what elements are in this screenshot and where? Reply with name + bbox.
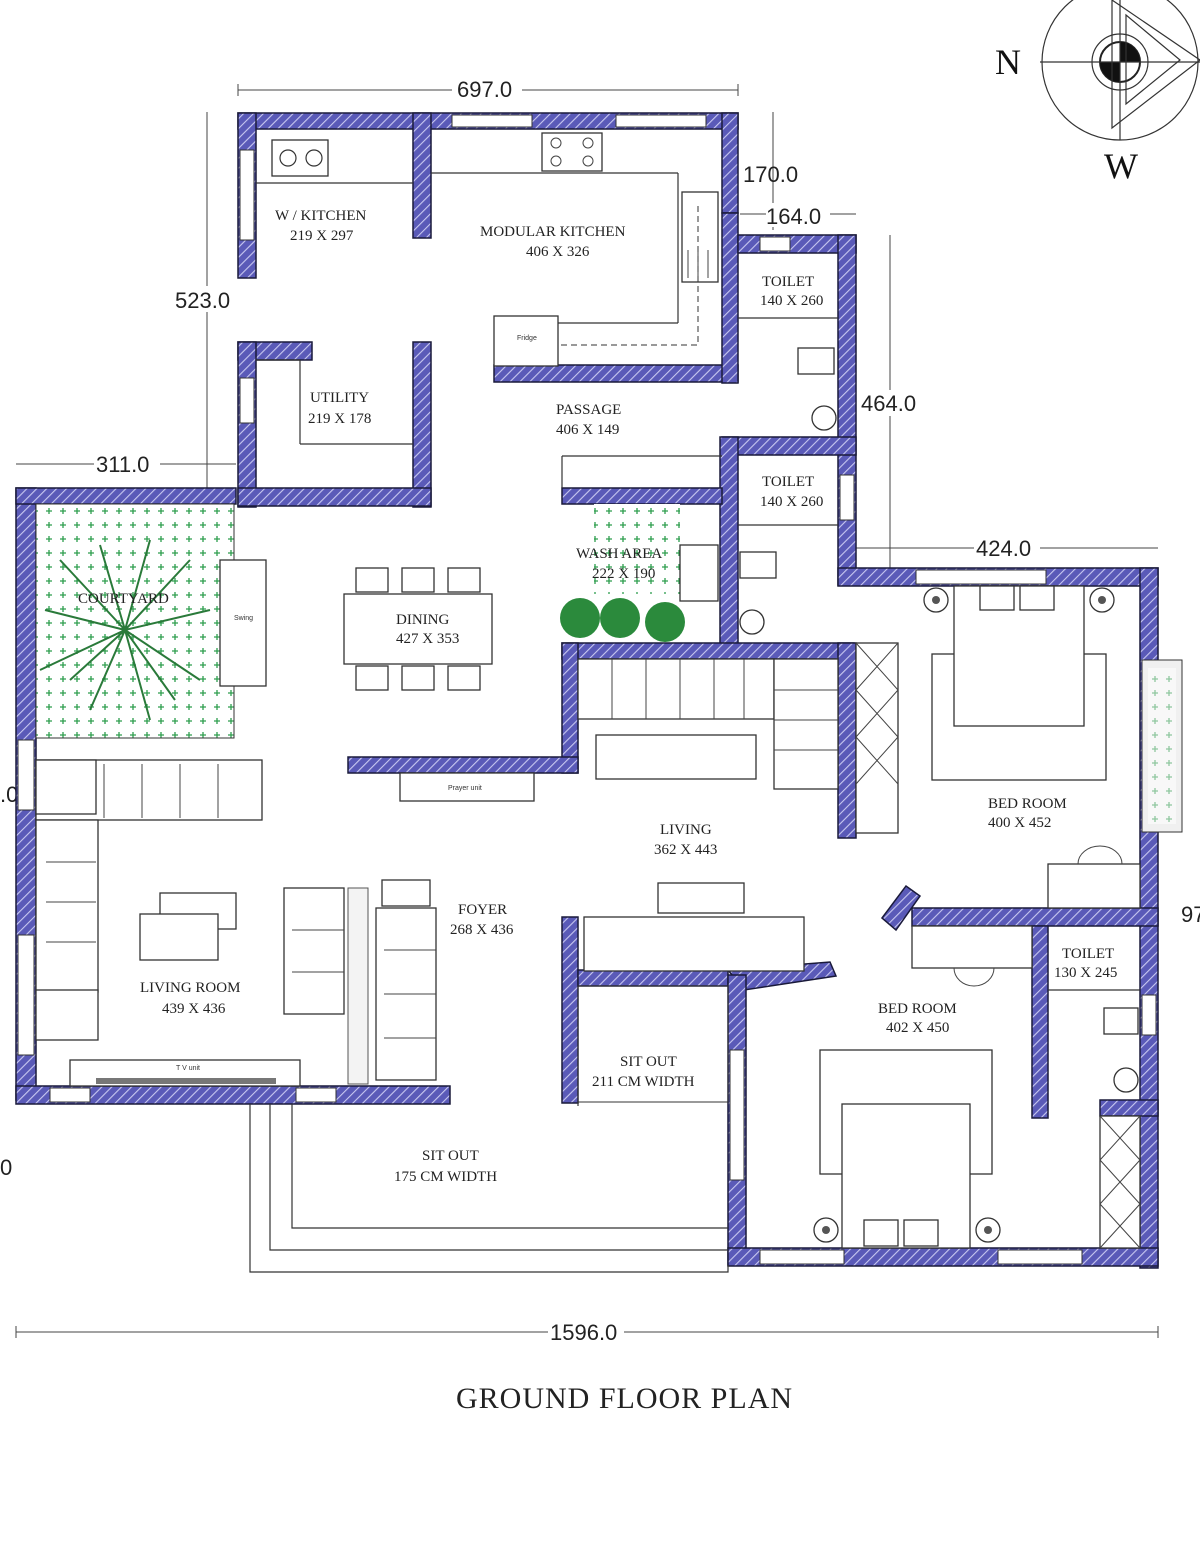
- bed-room-1-name: BED ROOM: [988, 796, 1067, 812]
- sit-out-2-name: SIT OUT: [422, 1148, 479, 1164]
- bed-room-1-size: 400 X 452: [988, 815, 1051, 831]
- dining-table: [343, 567, 493, 691]
- kitchen-fixtures: Fridge: [256, 132, 719, 367]
- staircase: Prayer unit: [399, 642, 899, 834]
- bedroom-1-furniture: [923, 585, 1141, 909]
- toilet-1-size: 140 X 260: [760, 293, 823, 309]
- dim-left-height: 523.0: [175, 288, 230, 313]
- dining-size: 427 X 353: [396, 631, 459, 647]
- dim-courtyard-width: 311.0: [96, 452, 149, 477]
- living-room-furniture: T V unit: [35, 759, 437, 1087]
- dim-right-height: 464.0: [861, 391, 916, 416]
- passage-size: 406 X 149: [556, 422, 619, 438]
- room-labels: W / KITCHEN 219 X 297 MODULAR KITCHEN 40…: [78, 208, 1117, 1185]
- wash-area-name: WASH AREA: [576, 546, 662, 562]
- toilet-3-size: 130 X 245: [1054, 965, 1117, 981]
- compass: N W: [995, 0, 1200, 186]
- wash-area-fixtures: [560, 455, 722, 642]
- sit-out-1-name: SIT OUT: [620, 1054, 677, 1070]
- wash-area-size: 222 X 190: [592, 566, 655, 582]
- dim-left-edge-a: .0: [0, 782, 18, 807]
- toilet-2-name: TOILET: [762, 474, 814, 490]
- prayer-unit-label: Prayer unit: [448, 785, 482, 792]
- windows: [17, 114, 1183, 1265]
- plan-title: GROUND FLOOR PLAN: [456, 1382, 793, 1415]
- passage-name: PASSAGE: [556, 402, 621, 418]
- w-kitchen-size: 219 X 297: [290, 228, 354, 244]
- dim-bedroom-width: 424.0: [976, 536, 1031, 561]
- courtyard: Swing: [35, 503, 267, 739]
- dimension-lines: 697.0 170.0 164.0 523.0 464.0 311.0 424.…: [0, 76, 1200, 1345]
- sit-out-1-size: 211 CM WIDTH: [592, 1074, 695, 1090]
- bed-room-2-name: BED ROOM: [878, 1001, 957, 1017]
- toilet-2-size: 140 X 260: [760, 494, 823, 510]
- living-name: LIVING: [660, 822, 712, 838]
- foyer-name: FOYER: [458, 902, 507, 918]
- sit-out-outlines: [249, 985, 729, 1273]
- living-room-name: LIVING ROOM: [140, 980, 240, 996]
- fridge-label: Fridge: [517, 335, 537, 342]
- utility-fixtures: [256, 359, 413, 445]
- sit-out-2-size: 175 CM WIDTH: [394, 1169, 497, 1185]
- dim-right-edge: 97: [1181, 902, 1200, 927]
- w-kitchen-name: W / KITCHEN: [275, 208, 367, 224]
- dim-kitchen-offset: 170.0: [743, 162, 798, 187]
- toilet-fixtures: [738, 317, 1140, 1093]
- dim-top-width: 697.0: [457, 77, 512, 102]
- compass-west-label: W: [1104, 146, 1138, 186]
- toilet-3-name: TOILET: [1062, 946, 1114, 962]
- toilet-1-name: TOILET: [762, 274, 814, 290]
- modular-kitchen-size: 406 X 326: [526, 244, 590, 260]
- dining-name: DINING: [396, 612, 449, 628]
- swing-label: Swing: [234, 615, 253, 622]
- foyer-size: 268 X 436: [450, 922, 514, 938]
- utility-name: UTILITY: [310, 390, 369, 406]
- living-size: 362 X 443: [654, 842, 717, 858]
- utility-size: 219 X 178: [308, 411, 371, 427]
- living-room-size: 439 X 436: [162, 1001, 226, 1017]
- tv-unit-label: T V unit: [176, 1065, 200, 1072]
- bed-room-2-size: 402 X 450: [886, 1020, 949, 1036]
- dim-left-edge-b: 0: [0, 1155, 12, 1180]
- dim-toilet-offset: 164.0: [766, 204, 821, 229]
- living-furniture: [583, 882, 1033, 987]
- bedroom-2-furniture: [813, 1049, 1141, 1249]
- courtyard-name: COURTYARD: [78, 591, 169, 607]
- modular-kitchen-name: MODULAR KITCHEN: [480, 224, 626, 240]
- compass-north-label: N: [995, 42, 1021, 82]
- dim-total-width: 1596.0: [550, 1320, 617, 1345]
